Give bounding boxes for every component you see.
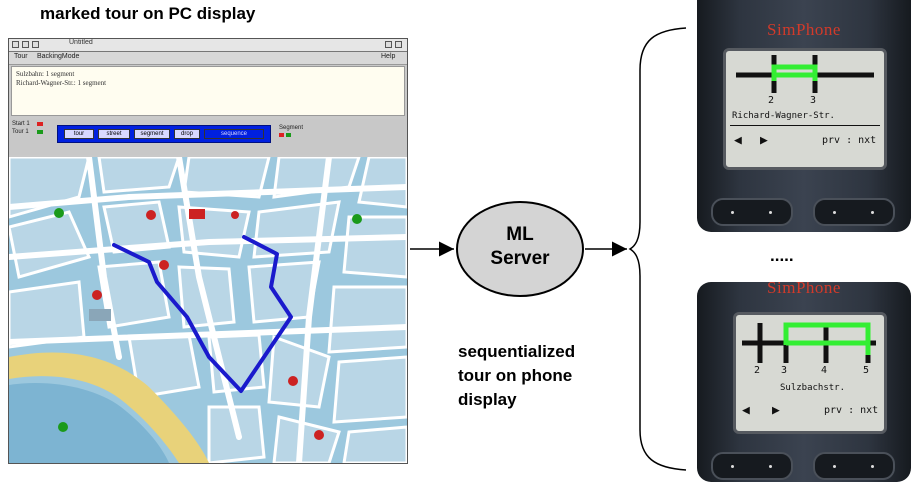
simphone-bottom: SimPhone 2 3 4 5 Sulzbachstr. ◀ ▶ prv : … <box>697 282 911 482</box>
tour-route[interactable] <box>112 235 293 393</box>
pc-window-title: Untitled <box>69 39 93 46</box>
city-map[interactable] <box>9 157 407 463</box>
phone-caption-line: sequentialized <box>458 342 576 361</box>
phone-screen: 2 3 Richard-Wagner-Str. ◀ ▶ prv : nxt <box>723 48 887 170</box>
street-name: Richard-Wagner-Str. <box>732 111 835 121</box>
phones-brace <box>628 27 687 471</box>
pc-menu-bar: Tour BackingMode Help <box>9 52 407 65</box>
right-soft-key[interactable] <box>813 452 895 480</box>
prev-arrow-icon[interactable]: ◀ <box>734 133 742 148</box>
left-soft-key[interactable] <box>711 452 793 480</box>
next-arrow-icon[interactable]: ▶ <box>772 403 780 418</box>
prev-next-hint: prv : nxt <box>822 135 877 146</box>
pc-display-caption: marked tour on PC display <box>40 4 256 23</box>
node-label: 2 <box>768 95 775 106</box>
more-phones-ellipsis: ..... <box>770 246 794 265</box>
phone-caption-line: tour on phone <box>458 366 573 385</box>
resize-box-icon[interactable] <box>385 41 392 48</box>
legend-tour-label: Tour 1 <box>12 129 29 135</box>
sequence-mode-button[interactable]: sequence <box>204 129 264 139</box>
segment-status-label: Segment <box>279 125 304 131</box>
map-markers <box>54 208 362 440</box>
legend-start-label: Start 1 <box>12 121 30 127</box>
ml-server-node: ML Server <box>456 201 584 297</box>
right-soft-key[interactable] <box>813 198 895 226</box>
menu-help[interactable]: Help <box>381 53 396 60</box>
prev-next-hint: prv : nxt <box>824 405 879 416</box>
next-arrow-icon[interactable]: ▶ <box>760 133 768 148</box>
drop-mode-button[interactable]: drop <box>174 129 200 139</box>
close-box-icon[interactable] <box>12 41 19 48</box>
phone-display-caption: sequentialized tour on phone display <box>458 340 638 412</box>
minimize-box-icon[interactable] <box>22 41 29 48</box>
collapse-box-icon[interactable] <box>395 41 402 48</box>
tour-segment-graphic <box>742 322 876 363</box>
status-green-icon <box>286 133 291 137</box>
screen-divider <box>730 125 880 126</box>
prev-arrow-icon[interactable]: ◀ <box>742 403 750 418</box>
server-label-line1: ML <box>506 224 534 245</box>
pc-title-bar: Untitled <box>9 39 407 52</box>
simphone-top: SimPhone 2 3 Richard-Wagner-Str. ◀ ▶ prv… <box>697 0 911 232</box>
pc-toolbar: Start 1 Tour 1 tour street segment drop … <box>9 119 407 155</box>
tour-text-line: Sulzbahn: 1 segment <box>16 70 75 78</box>
pc-window: Untitled Tour BackingMode Help Sulzbahn:… <box>8 38 408 464</box>
menu-backing-mode[interactable]: BackingMode <box>37 53 80 60</box>
tour-text-area[interactable]: Sulzbahn: 1 segment Richard-Wagner-Str.:… <box>11 66 405 116</box>
segment-mode-button[interactable]: segment <box>134 129 170 139</box>
node-label: 4 <box>821 365 828 376</box>
phone-caption-line: display <box>458 390 517 409</box>
node-label: 2 <box>754 365 761 376</box>
node-label: 3 <box>781 365 788 376</box>
node-label: 5 <box>863 365 870 376</box>
phone-screen: 2 3 4 5 Sulzbachstr. ◀ ▶ prv : nxt <box>733 312 887 434</box>
simphone-brand-logo: SimPhone <box>767 282 841 297</box>
legend-start-marker-icon <box>37 122 43 126</box>
tour-mode-button[interactable]: tour <box>64 129 94 139</box>
legend-tour-marker-icon <box>37 130 43 134</box>
simphone-brand-logo: SimPhone <box>767 20 841 39</box>
mode-button-bar: tour street segment drop sequence <box>57 125 271 143</box>
tour-text-line: Richard-Wagner-Str.: 1 segment <box>16 79 107 87</box>
street-mode-button[interactable]: street <box>98 129 130 139</box>
zoom-box-icon[interactable] <box>32 41 39 48</box>
node-label: 3 <box>810 95 817 106</box>
left-soft-key[interactable] <box>711 198 793 226</box>
status-red-icon <box>279 133 284 137</box>
tour-segment-graphic <box>736 55 874 93</box>
menu-tour[interactable]: Tour <box>14 53 28 60</box>
server-label-line2: Server <box>490 248 550 269</box>
street-name: Sulzbachstr. <box>780 383 846 393</box>
